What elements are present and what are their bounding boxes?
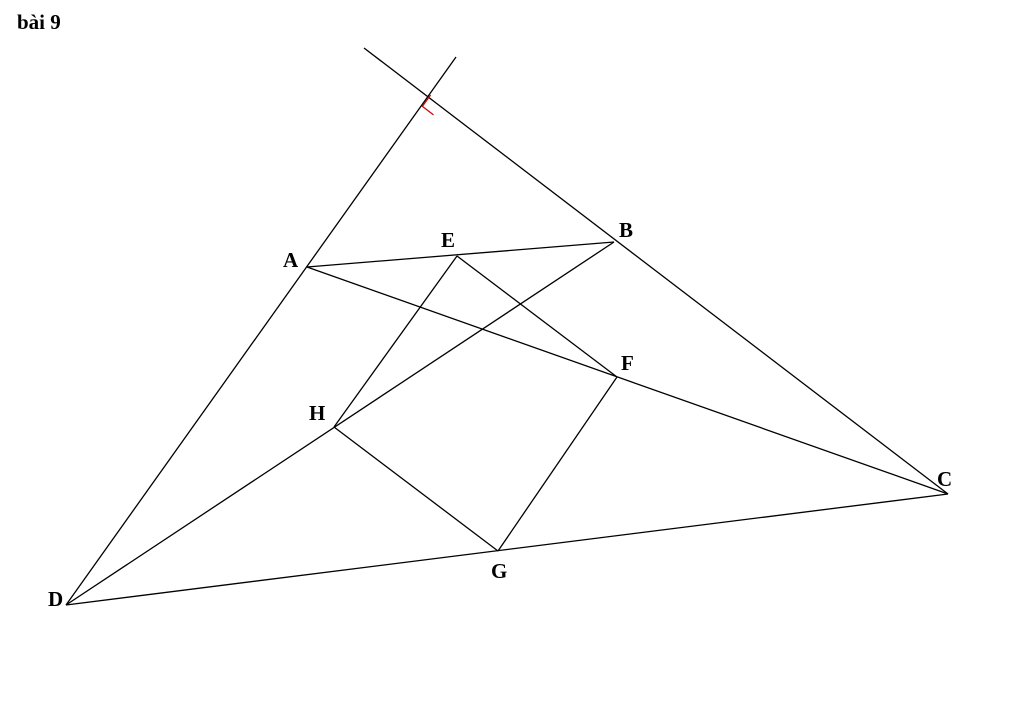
segment-gh [333, 426, 499, 552]
right-angle-mark [421, 94, 434, 116]
segment-fg [497, 376, 618, 552]
label-point-b: B [619, 218, 633, 242]
diagonal-ac [306, 266, 949, 495]
label-point-g: G [491, 559, 507, 583]
diagonal-bd [65, 241, 615, 606]
segment-dc [65, 493, 949, 606]
label-point-d: D [48, 587, 63, 611]
line-cb-extended [363, 47, 949, 495]
label-point-c: C [937, 467, 952, 491]
segment-he [333, 255, 458, 428]
label-point-e: E [441, 228, 455, 252]
label-point-f: F [621, 351, 634, 375]
segment-ab [306, 241, 615, 268]
label-point-h: H [309, 401, 325, 425]
exercise-title: bài 9 [17, 10, 61, 34]
segment-ef [456, 255, 618, 378]
line-da-extended [65, 56, 457, 606]
label-point-a: A [283, 248, 299, 272]
